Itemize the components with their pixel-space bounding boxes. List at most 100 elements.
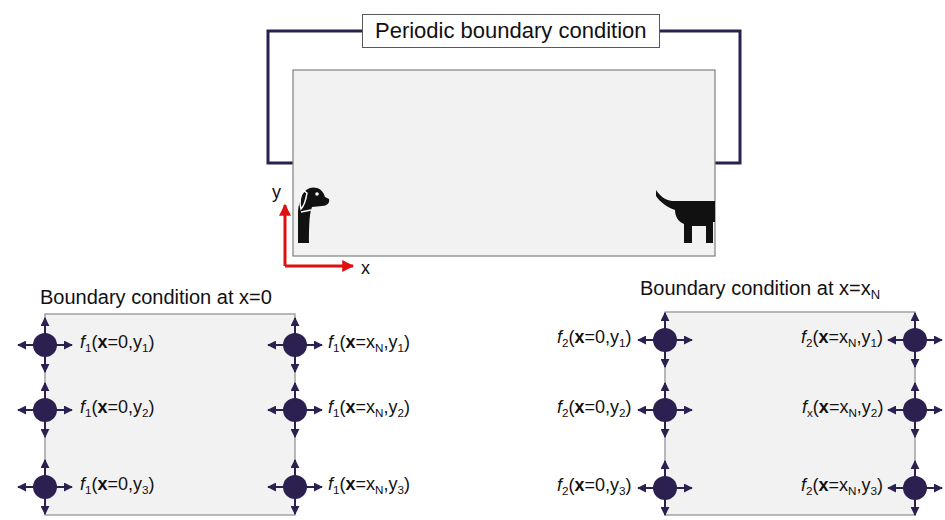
text-run: x	[807, 406, 813, 419]
distribution-label: f1(x=0,y3)	[80, 473, 155, 501]
text-run: (	[340, 332, 346, 352]
y-axis-arrow	[284, 205, 287, 266]
text-run: f	[802, 397, 807, 417]
distribution-label: f2(x=0,y3)	[557, 474, 632, 502]
text-run: x	[575, 327, 585, 347]
text-run: f	[801, 475, 806, 495]
text-run: (	[569, 327, 575, 347]
text-run: N	[848, 484, 856, 497]
lattice-node	[283, 475, 307, 499]
distribution-label: f2(x=xN,y1)	[801, 326, 883, 354]
text-run: x	[346, 332, 356, 352]
text-run: 1	[85, 406, 92, 419]
dog-collar	[301, 210, 311, 212]
text-run: )	[626, 397, 632, 417]
text-run: =0,y	[585, 397, 620, 417]
text-run: N	[848, 406, 856, 419]
text-run: x	[98, 332, 108, 352]
text-run: 2	[562, 336, 569, 349]
text-run: 2	[398, 406, 405, 419]
text-run: )	[877, 327, 883, 347]
text-run: ,y	[384, 332, 398, 352]
text-run: )	[877, 397, 883, 417]
text-run: f	[557, 397, 562, 417]
text-run: f	[80, 474, 85, 494]
text-run: )	[626, 475, 632, 495]
text-run: ,y	[384, 474, 398, 494]
text-run: =0,y	[108, 332, 143, 352]
text-run: 2	[142, 406, 149, 419]
axis-label: x	[361, 257, 370, 279]
text-run: 3	[142, 483, 149, 496]
text-run: ,y	[857, 327, 871, 347]
text-run: (	[569, 475, 575, 495]
text-run: ,y	[384, 397, 398, 417]
lattice-node	[653, 328, 677, 352]
text-run: 3	[871, 484, 878, 497]
dog-front	[298, 187, 329, 243]
x-axis-arrow	[285, 265, 353, 268]
text-run: )	[404, 474, 410, 494]
text-run: =0,y	[585, 475, 620, 495]
domain-rect	[293, 70, 715, 256]
text-run: 2	[619, 406, 626, 419]
distribution-label: f2(x=0,y1)	[557, 326, 632, 354]
text-run: (	[813, 475, 819, 495]
text-run: f	[328, 332, 333, 352]
text-run: 3	[398, 483, 405, 496]
distribution-label: f1(x=0,y2)	[80, 396, 155, 424]
text-run: (	[813, 397, 819, 417]
text-run: )	[626, 327, 632, 347]
text-run: (	[92, 397, 98, 417]
text-run: N	[375, 341, 383, 354]
text-run: x	[819, 327, 829, 347]
lattice-node	[33, 333, 57, 357]
text-run: (	[92, 332, 98, 352]
distribution-label: f1(x=0,y1)	[80, 331, 155, 359]
text-run: f	[801, 327, 806, 347]
text-run: =x	[356, 332, 376, 352]
text-run: =0,y	[108, 397, 143, 417]
text-run: N	[375, 483, 383, 496]
distribution-label: f2(x=0,y2)	[557, 396, 632, 424]
text-run: 1	[619, 336, 626, 349]
text-run: =0,y	[108, 474, 143, 494]
text-run: f	[557, 475, 562, 495]
text-run: f	[80, 332, 85, 352]
text-run: =x	[356, 474, 376, 494]
text-run: 1	[333, 406, 340, 419]
text-run: x	[98, 397, 108, 417]
text-run: 2	[806, 336, 813, 349]
panel-rect	[45, 314, 295, 515]
text-run: )	[404, 397, 410, 417]
text-run: )	[149, 474, 155, 494]
text-run: =x	[829, 397, 849, 417]
text-run: 1	[398, 341, 405, 354]
text-run: ,y	[857, 475, 871, 495]
text-run: )	[877, 475, 883, 495]
text-run: 1	[333, 483, 340, 496]
text-run: 1	[333, 341, 340, 354]
text-run: 2	[806, 484, 813, 497]
text-run: f	[557, 327, 562, 347]
text-run: 2	[562, 484, 569, 497]
text-run: =x	[829, 327, 849, 347]
text-run: )	[404, 332, 410, 352]
text-run: x	[98, 474, 108, 494]
box-title: Periodic boundary condition	[375, 18, 647, 44]
text-run: x	[361, 258, 370, 278]
lattice-node	[33, 398, 57, 422]
text-run: =x	[356, 397, 376, 417]
lattice-node	[653, 476, 677, 500]
dog-body	[656, 190, 715, 243]
text-run: x	[346, 474, 356, 494]
lattice-node	[283, 333, 307, 357]
lattice-node	[903, 398, 927, 422]
text-run: 1	[142, 341, 149, 354]
text-run: )	[149, 397, 155, 417]
text-run: Boundary condition at x=0	[40, 286, 272, 308]
distribution-label: fx(x=xN,y2)	[802, 396, 883, 424]
